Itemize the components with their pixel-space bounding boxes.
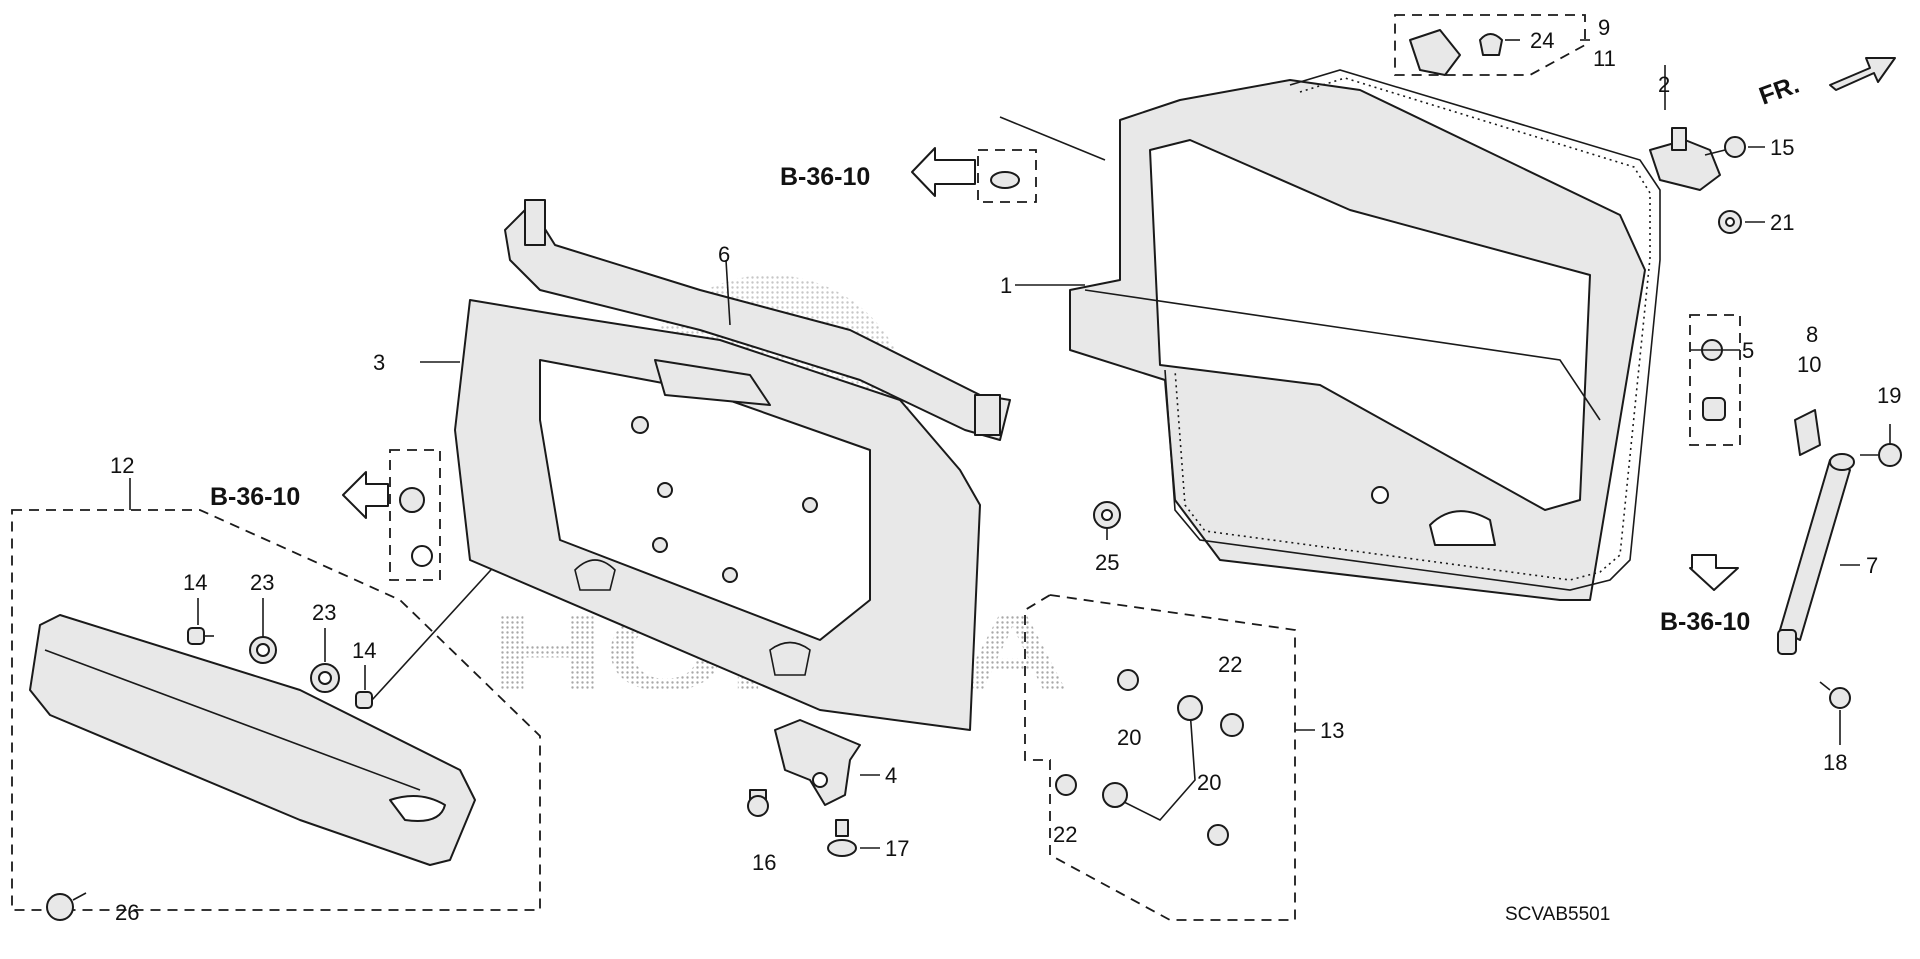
part-number-4: 4 <box>885 763 897 788</box>
grommet-left <box>389 449 441 581</box>
part-number-3: 3 <box>373 350 385 375</box>
part-number-17: 17 <box>885 836 909 861</box>
bolt-15 <box>1704 136 1746 158</box>
part-number-labels: 1 2 3 4 5 6 7 8 9 10 11 12 13 14 14 15 1… <box>110 15 1901 925</box>
part-number-5: 5 <box>1742 338 1754 363</box>
reference-arrow-right: B-36-10 <box>1660 554 1750 636</box>
tailgate-latch <box>774 719 861 806</box>
part-number-21: 21 <box>1770 210 1794 235</box>
part-number-2: 2 <box>1658 72 1670 97</box>
part-number-24: 24 <box>1530 28 1554 53</box>
part-number-20-lower: 20 <box>1197 770 1221 795</box>
part-number-15: 15 <box>1770 135 1794 160</box>
part-number-19: 19 <box>1877 383 1901 408</box>
part-number-7: 7 <box>1866 553 1878 578</box>
part-number-11: 11 <box>1593 46 1616 71</box>
part-number-20-upper: 20 <box>1117 725 1141 750</box>
lower-tailgate-panel <box>454 299 981 731</box>
tailgate-gas-strut <box>1777 453 1855 655</box>
part-number-25: 25 <box>1095 550 1119 575</box>
grommet-right <box>1689 314 1741 446</box>
reference-arrow-left: B-36-10 <box>210 471 389 519</box>
clip-14-left <box>187 627 214 645</box>
bolt-26 <box>46 892 87 921</box>
part-number-9: 9 <box>1598 15 1610 40</box>
part-number-26: 26 <box>115 900 139 925</box>
bolt-16 <box>747 789 769 817</box>
part-number-16: 16 <box>752 850 776 875</box>
grommet-top <box>977 116 1106 203</box>
part-number-14-right: 14 <box>352 638 376 663</box>
part-number-10: 10 <box>1797 352 1821 377</box>
bolt-19 <box>1860 443 1902 467</box>
reference-label-right: B-36-10 <box>1660 608 1750 636</box>
front-direction-label: FR. <box>1755 71 1802 111</box>
nut-21 <box>1718 210 1742 234</box>
clip-23-left <box>249 636 277 664</box>
part-number-14-left: 14 <box>183 570 207 595</box>
reference-label-top: B-36-10 <box>780 163 870 191</box>
lower-garnish <box>11 509 541 911</box>
leader-lines <box>129 39 1891 849</box>
part-number-23-left: 23 <box>250 570 274 595</box>
strut-bracket <box>1794 409 1821 456</box>
upper-garnish-rail <box>504 199 1011 441</box>
clip-23-right <box>310 663 340 693</box>
front-direction-indicator: FR. <box>1755 57 1896 111</box>
part-number-22-upper: 22 <box>1218 652 1242 677</box>
part-number-13: 13 <box>1320 718 1344 743</box>
reference-label-left: B-36-10 <box>210 483 300 511</box>
diagram-code: SCVAB5501 <box>1505 904 1610 925</box>
bolt-18 <box>1819 681 1851 709</box>
tailgate-door <box>1069 79 1646 601</box>
hinge-cover-box <box>1394 14 1586 76</box>
tailgate-hinge <box>1649 127 1721 191</box>
clip-25 <box>1093 501 1121 529</box>
part-number-23-right: 23 <box>312 600 336 625</box>
part-number-8: 8 <box>1806 322 1818 347</box>
reference-arrow-top: B-36-10 <box>780 147 976 197</box>
part-number-18: 18 <box>1823 750 1847 775</box>
part-number-1: 1 <box>1000 273 1012 298</box>
part-number-6: 6 <box>718 242 730 267</box>
clip-14-right <box>355 559 501 709</box>
bolt-17 <box>827 819 857 857</box>
weatherstrip <box>1164 69 1661 591</box>
ground-cable-assembly <box>1024 594 1296 921</box>
part-number-22-lower: 22 <box>1053 822 1077 847</box>
part-number-12: 12 <box>110 453 134 478</box>
